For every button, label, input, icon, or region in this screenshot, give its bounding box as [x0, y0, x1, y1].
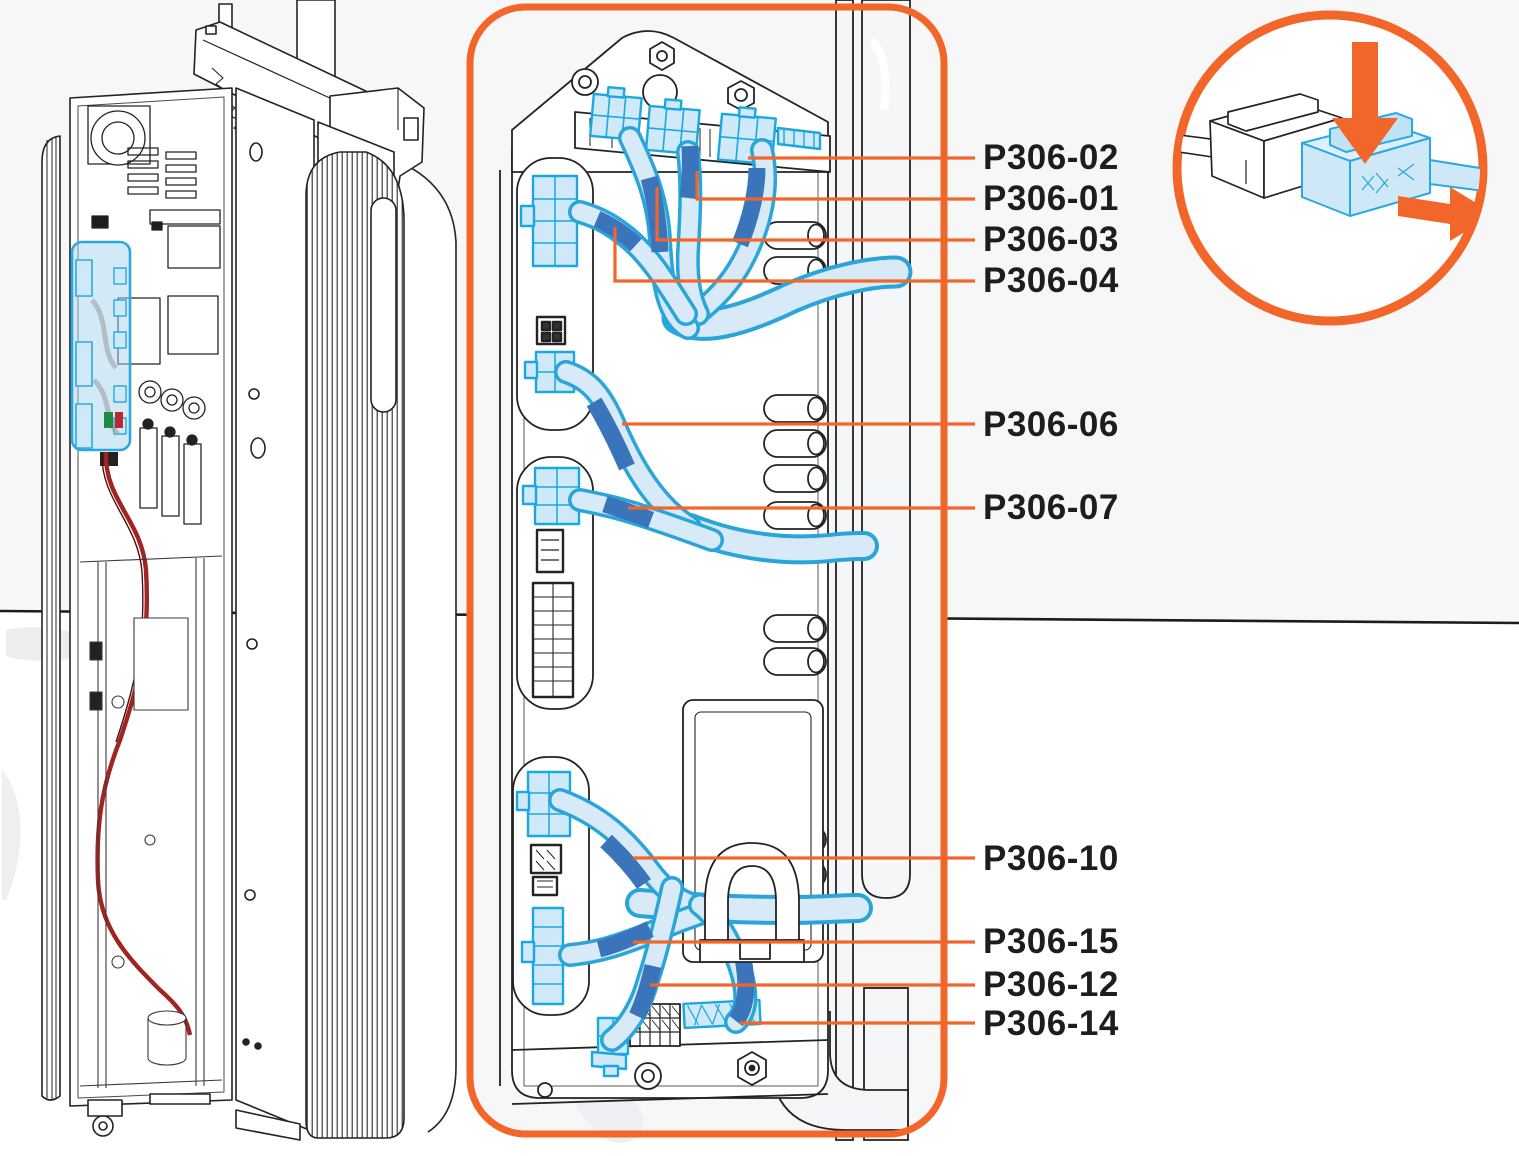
connector-action-inset [1172, 10, 1488, 326]
label-p306-01: P306-01 [983, 179, 1119, 218]
arrow-down-icon [1332, 42, 1398, 164]
label-p306-10: P306-10 [983, 839, 1119, 878]
label-p306-15: P306-15 [983, 922, 1119, 961]
label-p306-07: P306-07 [983, 488, 1119, 527]
cable-clamp [699, 842, 805, 963]
label-p306-06: P306-06 [983, 405, 1119, 444]
label-p306-12: P306-12 [983, 965, 1119, 1004]
callout-box [466, 3, 948, 1138]
label-p306-04: P306-04 [983, 261, 1119, 300]
highlighted-panel [70, 240, 132, 452]
cable-harness [548, 126, 913, 1052]
leader-lines [613, 156, 975, 1025]
equipment-illustration [41, 0, 457, 1141]
power-cable-red [95, 412, 193, 1036]
tape-bands [586, 145, 766, 1027]
label-p306-14: P306-14 [983, 1004, 1119, 1043]
label-p306-03: P306-03 [983, 220, 1119, 259]
label-p306-02: P306-02 [983, 138, 1119, 177]
